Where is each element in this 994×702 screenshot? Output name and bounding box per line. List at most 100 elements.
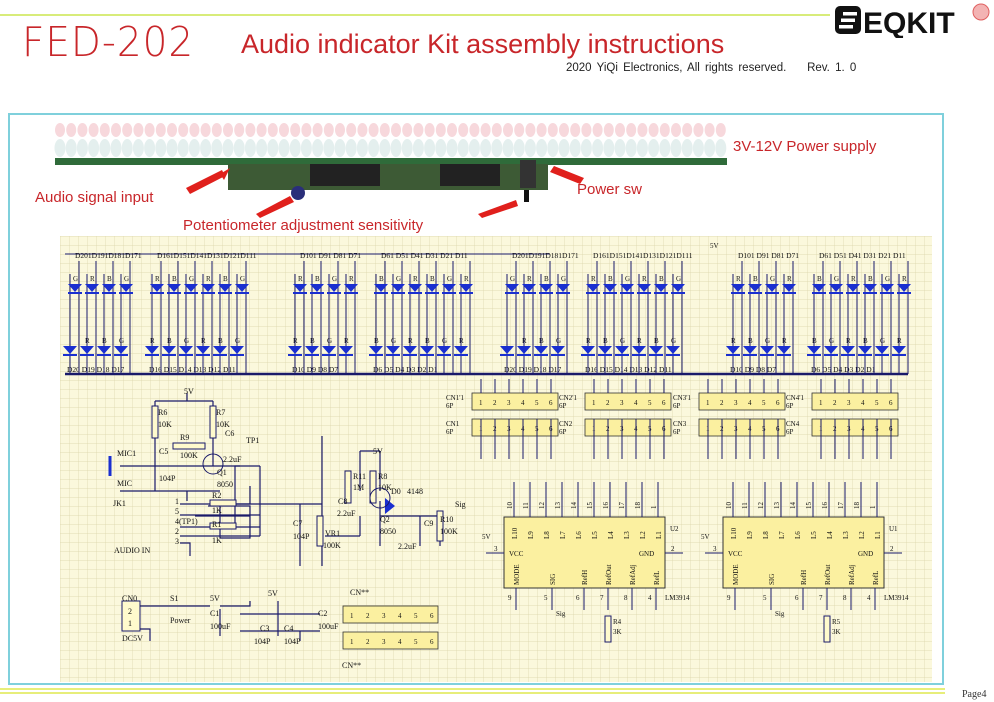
connector-label: CN2	[559, 420, 573, 428]
led-diode-icon	[293, 284, 307, 292]
jk-pin: 2	[175, 527, 179, 536]
r10-label: R10	[440, 515, 453, 524]
led-top	[413, 123, 424, 137]
connector-pin: 1	[592, 399, 596, 407]
led-diode-icon	[230, 346, 244, 354]
led-diode-icon	[201, 284, 215, 292]
r11-label: R11	[353, 472, 366, 481]
resistor-value: 3K	[613, 628, 622, 636]
led-diode-icon	[310, 284, 324, 292]
led-diode-icon	[654, 284, 668, 292]
revision: Rev. 1. 0	[807, 62, 857, 74]
led-diode-icon	[875, 346, 889, 354]
led-diode-icon	[505, 284, 519, 292]
ic-ref: U2	[670, 525, 679, 533]
ic-pin-number: 12	[757, 502, 765, 510]
ic-pin-number: 13	[773, 502, 781, 510]
ic-pin-name: L4	[607, 531, 615, 539]
ic-pin-name: RefOut	[824, 564, 832, 585]
led-bottom	[144, 139, 156, 157]
led-color-label: R	[527, 275, 532, 283]
led-diode-icon	[162, 346, 176, 354]
ic-pin-name: L2	[858, 531, 866, 539]
ic-pin-name: L3	[842, 531, 850, 539]
vcc-label: 5V	[701, 533, 710, 541]
led-diode-icon	[726, 346, 740, 354]
led-diode-icon	[179, 346, 193, 354]
led-color-label: G	[561, 275, 566, 283]
c9-label: C9	[424, 519, 433, 528]
connector-pin: 6	[889, 399, 893, 407]
c4-label: C4	[284, 624, 293, 633]
connector-pin: 3	[734, 399, 738, 407]
led-color-label: B	[172, 275, 177, 283]
ic-pin-number: 15	[805, 502, 813, 510]
led-top	[525, 123, 536, 137]
led-bottom	[603, 139, 615, 157]
connector-pin: 4	[748, 399, 752, 407]
jk-pin: 4(TP1)	[175, 517, 198, 526]
connector-pin: 5	[875, 399, 879, 407]
led-bottom	[614, 139, 626, 157]
led-diode-icon	[632, 346, 646, 354]
mic1-label: MIC1	[117, 449, 136, 458]
led-color-label: B	[379, 275, 384, 283]
connector-label: CN4	[786, 420, 800, 428]
c7-label: C7	[293, 519, 302, 528]
led-diode-icon	[517, 346, 531, 354]
led-top	[547, 123, 558, 137]
connector-pin: 2	[833, 399, 837, 407]
led-top	[536, 123, 547, 137]
ic-pin-number: 11	[741, 502, 749, 509]
led-bottom	[345, 139, 357, 157]
led-top	[245, 123, 256, 137]
c6-label: C6	[225, 429, 234, 438]
led-color-label: R	[206, 275, 211, 283]
led-diode-icon	[454, 346, 468, 354]
led-top	[256, 123, 267, 137]
led-bottom	[625, 139, 637, 157]
c9-value: 2.2uF	[398, 542, 417, 551]
led-color-label: B	[868, 275, 873, 283]
led-diode-icon	[846, 284, 860, 292]
ic-pin-number: 9	[508, 594, 512, 602]
connector-type: 6P	[673, 402, 681, 410]
led-bottom	[412, 139, 424, 157]
resistor-label: R5	[832, 618, 841, 626]
cn0-label: CN0	[122, 594, 137, 603]
led-color-label: G	[332, 275, 337, 283]
connector-pin: 6	[662, 399, 666, 407]
led-color-label: B	[539, 337, 544, 345]
led-group-label: D201D191D181D171	[512, 251, 579, 260]
led-bottom	[256, 139, 268, 157]
led-group-label: D6 D5 D4 D3 D2 D1	[811, 365, 876, 374]
led-bottom	[211, 139, 223, 157]
led-diode-icon	[586, 284, 600, 292]
led-bottom	[244, 139, 256, 157]
led-color-label: R	[637, 337, 642, 345]
led-bottom	[435, 139, 447, 157]
led-color-label: R	[90, 275, 95, 283]
q2-label: Q2	[380, 515, 390, 524]
led-bottom	[592, 139, 604, 157]
ic-pin-number: 6	[795, 594, 799, 602]
led-diode-icon	[581, 346, 595, 354]
led-top	[503, 123, 513, 137]
r1-value: 1K	[212, 536, 222, 545]
ic-pin-number: 16	[821, 502, 829, 510]
r7-label: R7	[216, 408, 225, 417]
led-top	[323, 123, 334, 137]
led-board	[55, 158, 727, 165]
ic-pin-name: L8	[543, 531, 551, 539]
spare-connector	[342, 605, 439, 624]
led-diode-icon	[85, 284, 99, 292]
led-diode-icon	[386, 346, 400, 354]
tp1-label: TP1	[246, 436, 259, 445]
led-diode-icon	[68, 284, 82, 292]
led-top	[715, 123, 726, 137]
connector-pin: 3	[382, 638, 386, 646]
ic-pin-number: 15	[586, 502, 594, 510]
ic-pin-number: 18	[853, 502, 861, 510]
d0-value: 4148	[407, 487, 423, 496]
